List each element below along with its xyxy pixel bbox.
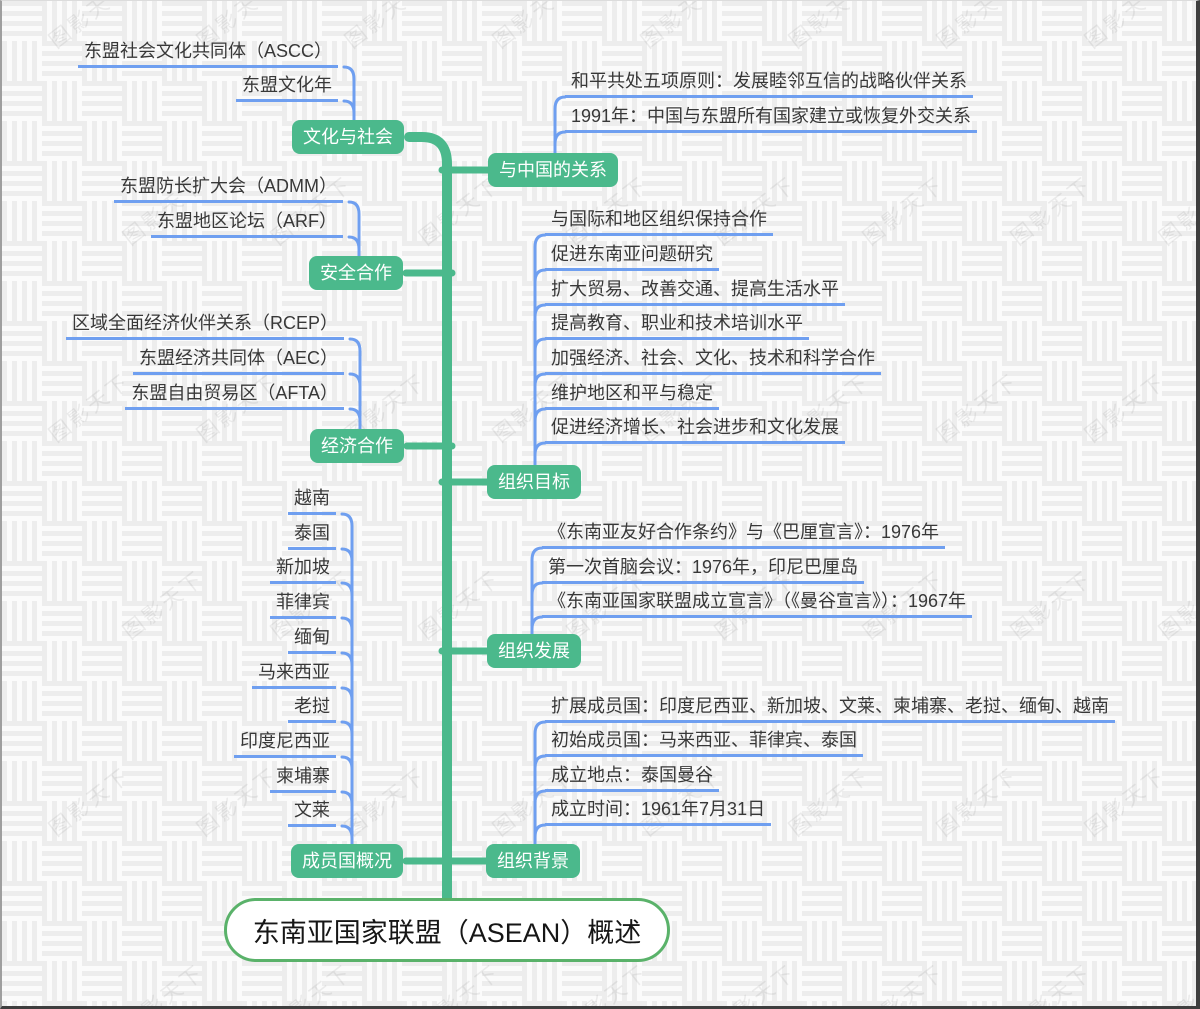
branch-goals[interactable]: 组织目标 — [487, 465, 581, 499]
leaf-node[interactable]: 加强经济、社会、文化、技术和科学合作 — [545, 346, 881, 375]
branch-background[interactable]: 组织背景 — [486, 844, 580, 878]
leaf-node[interactable]: 促进经济增长、社会进步和文化发展 — [545, 415, 845, 444]
leaf-node[interactable]: 马来西亚 — [252, 660, 336, 689]
leaf-node[interactable]: 扩展成员国：印度尼西亚、新加坡、文莱、柬埔寨、老挝、缅甸、越南 — [545, 694, 1115, 723]
branch-security[interactable]: 安全合作 — [309, 256, 403, 290]
leaf-node[interactable]: 维护地区和平与稳定 — [545, 381, 719, 410]
branch-members[interactable]: 成员国概况 — [291, 844, 403, 878]
leaf-node[interactable]: 提高教育、职业和技术培训水平 — [545, 311, 809, 340]
leaf-node[interactable]: 《东南亚国家联盟成立宣言》（《曼谷宣言》）：1967年 — [542, 589, 973, 618]
leaf-node[interactable]: 新加坡 — [270, 555, 336, 584]
branch-economy[interactable]: 经济合作 — [310, 429, 404, 463]
leaf-node[interactable]: 柬埔寨 — [270, 764, 336, 793]
leaf-node[interactable]: 和平共处五项原则：发展睦邻互信的战略伙伴关系 — [565, 69, 973, 98]
leaf-node[interactable]: 缅甸 — [288, 625, 336, 654]
leaf-node[interactable]: 东盟社会文化共同体（ASCC） — [77, 39, 338, 68]
branch-culture-society[interactable]: 文化与社会 — [292, 120, 404, 154]
leaf-node[interactable]: 初始成员国：马来西亚、菲律宾、泰国 — [545, 728, 863, 757]
leaf-node[interactable]: 成立时间：1961年7月31日 — [545, 797, 772, 826]
leaf-node[interactable]: 东盟地区论坛（ARF） — [151, 209, 343, 238]
leaf-node[interactable]: 成立地点：泰国曼谷 — [545, 763, 719, 792]
leaf-node[interactable]: 东盟文化年 — [236, 73, 338, 102]
branch-development[interactable]: 组织发展 — [487, 634, 581, 668]
leaf-node[interactable]: 泰国 — [288, 521, 336, 550]
leaf-node[interactable]: 促进东南亚问题研究 — [545, 242, 719, 271]
leaf-node[interactable]: 第一次首脑会议：1976年，印尼巴厘岛 — [542, 555, 865, 584]
leaf-node[interactable]: 区域全面经济伙伴关系（RCEP） — [65, 311, 344, 340]
leaf-node[interactable]: 与国际和地区组织保持合作 — [545, 207, 773, 236]
leaf-node[interactable]: 扩大贸易、改善交通、提高生活水平 — [545, 277, 845, 306]
leaf-node[interactable]: 越南 — [288, 486, 336, 515]
leaf-node[interactable]: 东盟防长扩大会（ADMM） — [114, 174, 343, 203]
leaf-node[interactable]: 《东南亚友好合作条约》与《巴厘宣言》：1976年 — [542, 520, 946, 549]
leaf-node[interactable]: 老挝 — [288, 694, 336, 723]
leaf-node[interactable]: 东盟经济共同体（AEC） — [132, 346, 344, 375]
leaf-node[interactable]: 菲律宾 — [270, 590, 336, 619]
leaf-node[interactable]: 1991年：中国与东盟所有国家建立或恢复外交关系 — [565, 104, 978, 133]
root-node[interactable]: 东南亚国家联盟（ASEAN）概述 — [224, 898, 670, 962]
leaf-node[interactable]: 东盟自由贸易区（AFTA） — [125, 381, 344, 410]
leaf-node[interactable]: 文莱 — [288, 798, 336, 827]
leaf-node[interactable]: 印度尼西亚 — [234, 729, 336, 758]
branch-china-relations[interactable]: 与中国的关系 — [488, 153, 618, 187]
